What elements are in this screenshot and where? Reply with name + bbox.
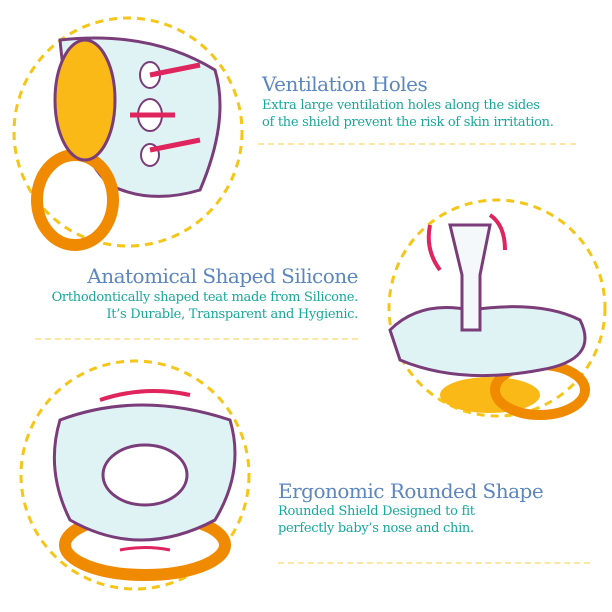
feature-title-ergonomic: Ergonomic Rounded Shape bbox=[278, 479, 544, 503]
divider bbox=[35, 338, 358, 340]
anatomical-silicone-illustration bbox=[387, 198, 607, 420]
divider bbox=[278, 562, 590, 564]
feature-desc-line: perfectly baby’s nose and chin. bbox=[278, 521, 474, 536]
feature-desc-line: Extra large ventilation holes along the … bbox=[262, 98, 540, 113]
feature-desc-line: Rounded Shield Designed to fit bbox=[278, 504, 475, 519]
divider bbox=[258, 143, 576, 145]
feature-title-silicone: Anatomical Shaped Silicone bbox=[87, 264, 358, 288]
feature-title-ventilation: Ventilation Holes bbox=[262, 72, 428, 96]
feature-desc-line: It’s Durable, Transparent and Hygienic. bbox=[106, 307, 358, 322]
feature-desc-line: of the shield prevent the risk of skin i… bbox=[262, 115, 554, 130]
feature-desc-line: Orthodontically shaped teat made from Si… bbox=[51, 290, 359, 305]
ventilation-holes-illustration bbox=[12, 16, 244, 251]
ergonomic-shape-illustration bbox=[19, 359, 251, 591]
